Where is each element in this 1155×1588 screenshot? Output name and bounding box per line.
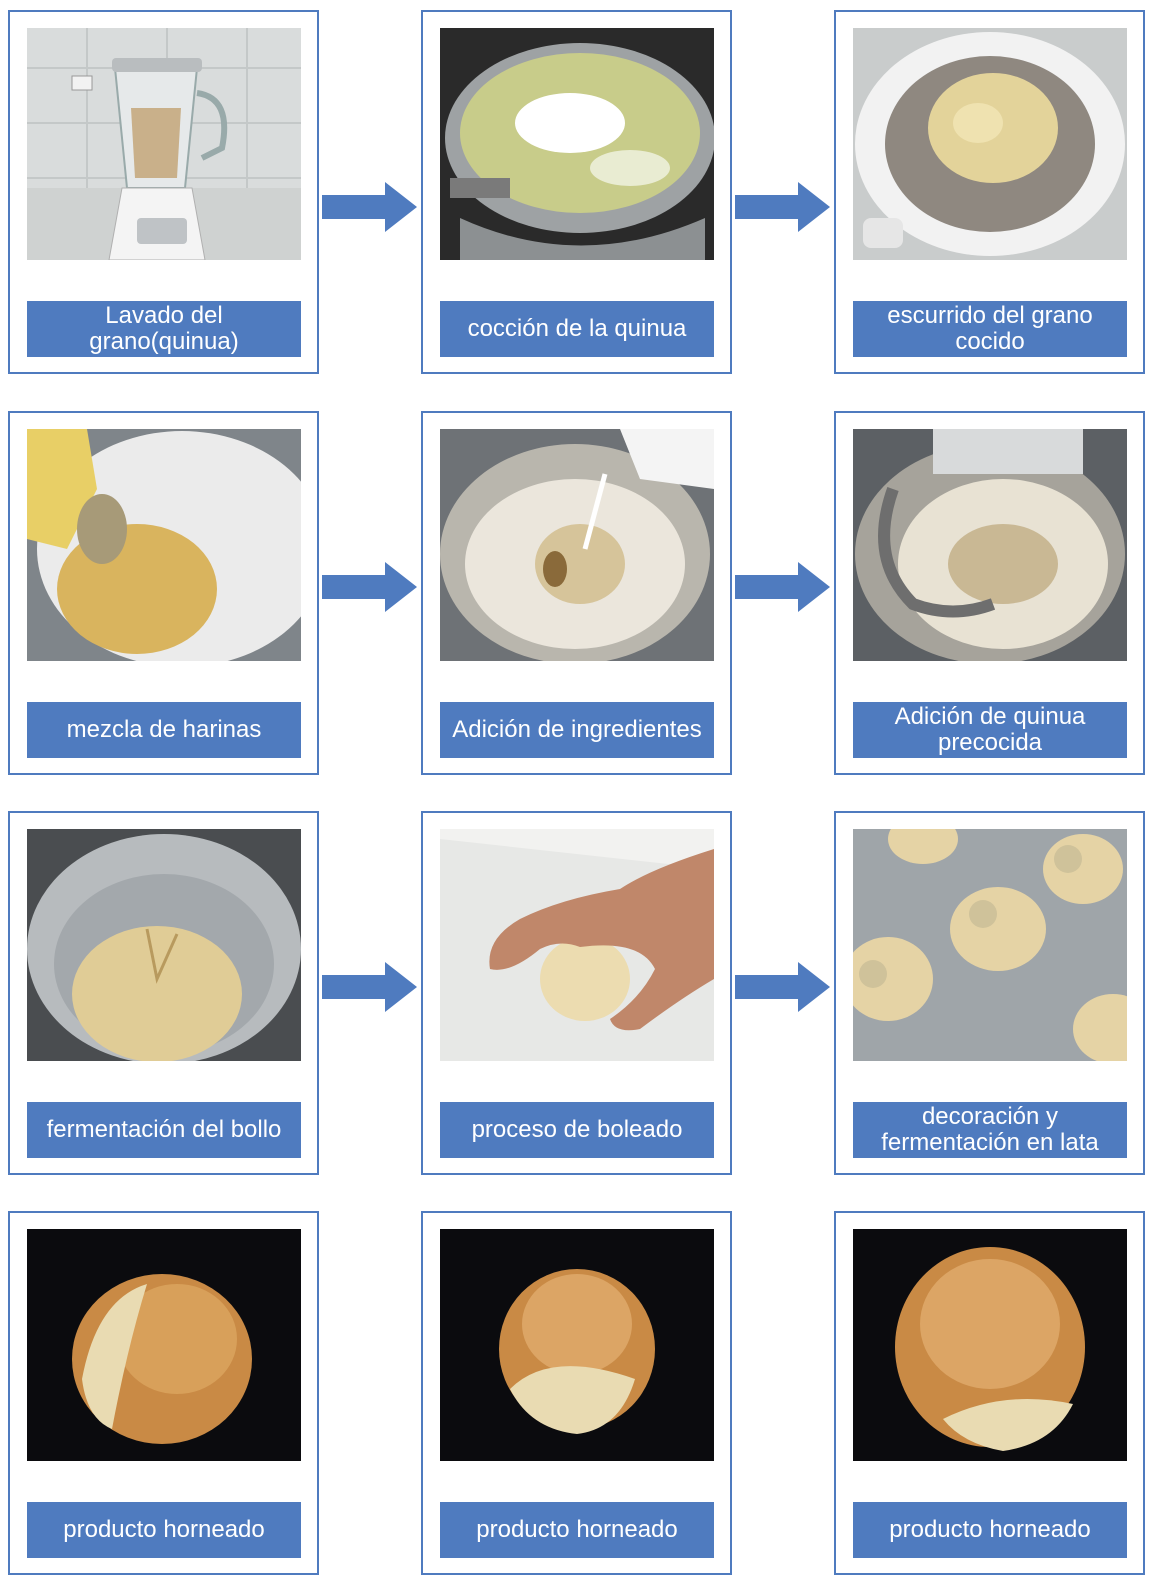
photo-bowl-of-mixed-flours (27, 429, 301, 661)
photo-dough-ball-in-bowl (27, 829, 301, 1061)
photo-hand-rolling-dough (440, 829, 714, 1061)
step-label: Lavado del grano(quinua) (27, 301, 301, 357)
photo-mixer-hook-in-dough (853, 429, 1127, 661)
step-card-5: Adición de ingredientes (421, 411, 732, 775)
photo-blender-with-quinoa (27, 28, 301, 260)
photo-baked-bread-roll (853, 1229, 1127, 1461)
photo-adding-ingredients-to-flour (440, 429, 714, 661)
photo-strainer-with-cooked-quinoa (853, 28, 1127, 260)
step-card-3: escurrido del grano cocido (834, 10, 1145, 374)
step-label: escurrido del grano cocido (853, 301, 1127, 357)
step-label: cocción de la quinua (440, 301, 714, 357)
step-card-4: mezcla de harinas (8, 411, 319, 775)
step-card-10: producto horneado (8, 1211, 319, 1575)
step-card-9: decoración y fermentación en lata (834, 811, 1145, 1175)
right-arrow-icon (735, 562, 830, 612)
step-label: producto horneado (853, 1502, 1127, 1558)
step-card-11: producto horneado (421, 1211, 732, 1575)
step-label: decoración y fermentación en lata (853, 1102, 1127, 1158)
right-arrow-icon (322, 962, 417, 1012)
step-card-8: proceso de boleado (421, 811, 732, 1175)
right-arrow-icon (322, 182, 417, 232)
step-card-6: Adición de quinua precocida (834, 411, 1145, 775)
step-label: fermentación del bollo (27, 1102, 301, 1158)
step-label: Adición de ingredientes (440, 702, 714, 758)
step-card-2: cocción de la quinua (421, 10, 732, 374)
right-arrow-icon (735, 962, 830, 1012)
step-label: producto horneado (27, 1502, 301, 1558)
photo-baked-bread-roll (27, 1229, 301, 1461)
photo-pot-boiling-quinoa (440, 28, 714, 260)
step-label: proceso de boleado (440, 1102, 714, 1158)
step-label: mezcla de harinas (27, 702, 301, 758)
step-card-12: producto horneado (834, 1211, 1145, 1575)
step-label: Adición de quinua precocida (853, 702, 1127, 758)
photo-baked-bread-roll (440, 1229, 714, 1461)
step-label: producto horneado (440, 1502, 714, 1558)
step-card-7: fermentación del bollo (8, 811, 319, 1175)
photo-quinoa-topped-rolls-on-tray (853, 829, 1127, 1061)
step-card-1: Lavado del grano(quinua) (8, 10, 319, 374)
right-arrow-icon (322, 562, 417, 612)
right-arrow-icon (735, 182, 830, 232)
